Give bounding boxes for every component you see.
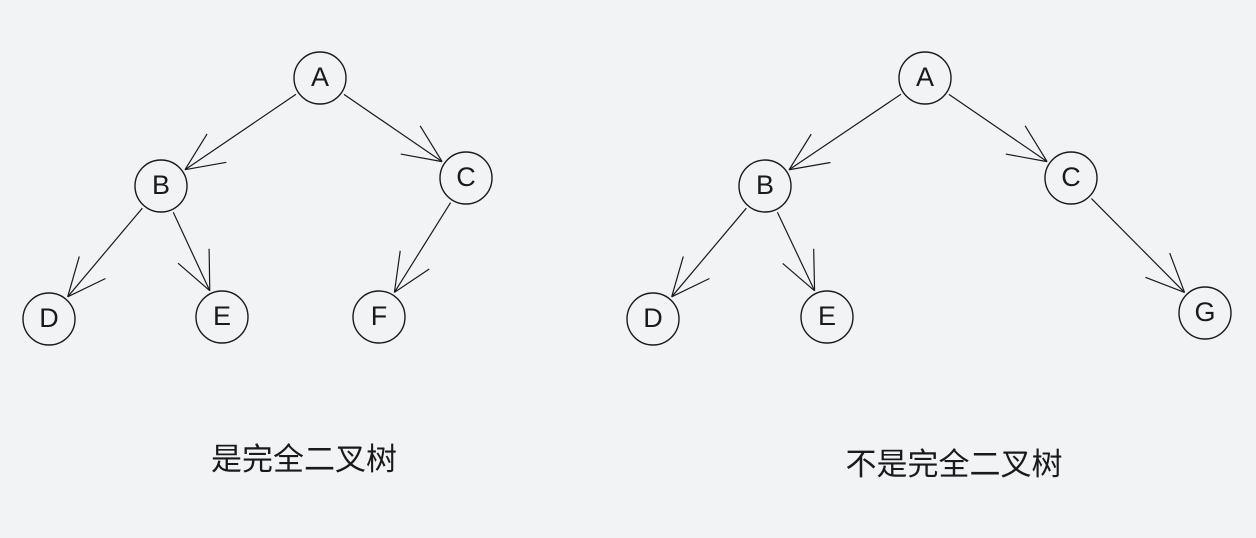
node-label: D [643,303,663,333]
node-label: G [1194,297,1215,327]
edge-B-E [172,212,211,292]
node-circle [439,151,493,205]
node-label: B [756,170,774,200]
node-label: A [916,62,934,92]
node-label: A [311,62,329,92]
edge-line [788,93,902,171]
arrowhead-stroke [782,262,815,292]
arrowhead-stroke [67,256,80,297]
arrowhead-stroke [184,161,227,171]
node-circle [626,292,680,346]
node-circle [134,159,188,213]
node-label: F [371,301,388,331]
node-label: C [1061,162,1081,192]
arrowhead-stroke [1169,252,1186,293]
tree-node-c: C [439,151,493,205]
node-circle [352,290,406,344]
tree-node-f: F [352,290,406,344]
tree-node-d: D [626,292,680,346]
node-label: E [818,301,836,331]
nodes-layer: A B C D E F A B C D E G [22,51,1232,346]
edge-B-D [67,207,143,298]
arrowhead-stroke [400,153,443,163]
node-circle [898,51,952,105]
tree-node-e: E [800,290,854,344]
node-label: D [39,303,59,333]
arrowhead-stroke [208,248,211,291]
arrowhead-stroke [393,250,401,293]
arrowhead-stroke [177,262,211,292]
edge-line [776,211,816,292]
tree-node-a: A [898,51,952,105]
node-label: E [213,301,231,331]
arrowhead-stroke [419,125,443,162]
edge-line [184,93,297,171]
arrowhead-stroke [1024,125,1048,162]
tree-node-a: A [293,51,347,105]
arrowhead-stroke [1005,153,1048,163]
edge-A-C [948,93,1048,163]
edge-line [393,202,452,293]
arrowhead-stroke [788,133,812,171]
node-circle [800,290,854,344]
arrowhead-stroke [671,277,710,298]
edge-A-B [184,93,297,171]
edge-B-D [671,207,747,298]
tree-node-g: G [1178,286,1232,340]
node-label: B [152,170,170,200]
edge-A-B [788,93,902,171]
edge-line [1091,198,1185,293]
node-circle [195,290,249,344]
tree-node-d: D [22,292,76,346]
arrowhead-stroke [813,248,816,291]
node-circle [22,292,76,346]
edge-B-E [776,211,816,292]
arrowhead-stroke [1145,276,1185,293]
node-circle [293,51,347,105]
tree-node-c: C [1044,151,1098,205]
caption-not-complete-tree: 不是完全二叉树 [845,447,1063,483]
tree-node-b: B [738,159,792,213]
edge-line [671,207,747,298]
arrowhead-stroke [788,161,831,171]
edge-A-C [343,93,443,163]
tree-node-b: B [134,159,188,213]
edge-line [172,212,211,291]
caption-complete-tree: 是完全二叉树 [211,442,397,478]
arrowhead-stroke [67,277,106,298]
node-label: C [456,162,476,192]
node-circle [1044,151,1098,205]
arrowhead-stroke [184,133,208,171]
arrowhead-stroke [394,268,430,293]
tree-node-e: E [195,290,249,344]
edge-C-G [1091,198,1186,293]
edge-line [948,93,1048,163]
node-circle [738,159,792,213]
edge-C-F [393,202,452,293]
edge-line [67,207,143,298]
node-circle [1178,286,1232,340]
edge-line [343,93,443,163]
edges-layer [67,93,1186,298]
arrowhead-stroke [671,256,684,297]
